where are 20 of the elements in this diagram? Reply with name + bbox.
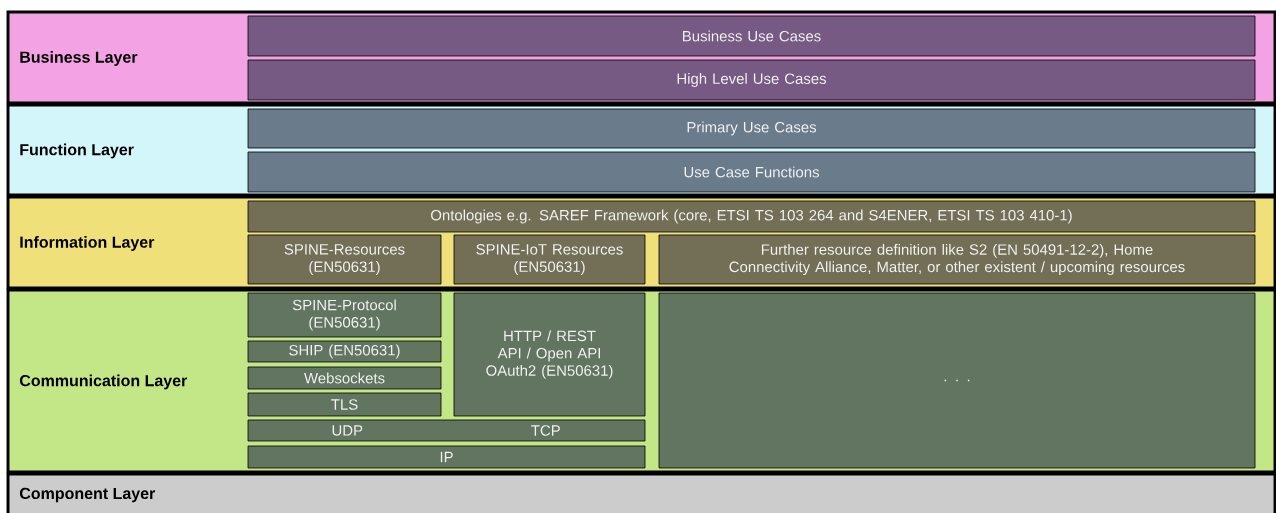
- layer-box: SPINE-Protocol (EN50631): [247, 292, 442, 338]
- layer-box: Websockets: [247, 366, 442, 390]
- layer-label: Component Layer: [19, 487, 156, 503]
- layer-box: TLS: [247, 392, 442, 417]
- layer-box: Business Use Cases: [247, 15, 1256, 57]
- layer-label: Business Layer: [20, 51, 138, 66]
- layer-label: Communication Layer: [19, 374, 188, 390]
- layer-label: Function Layer: [20, 143, 134, 159]
- layer-box: Primary Use Cases: [247, 108, 1256, 149]
- layer-box: SPINE-Resources (EN50631): [247, 234, 442, 285]
- layer-box: . . .: [658, 292, 1256, 469]
- layer-box: SHIP (EN50631): [247, 340, 442, 363]
- layer-box: IP: [247, 445, 646, 469]
- layer-box: Further resource definition like S2 (EN 50491-12-2), Home Connectivity Alliance, Matter, or other existent / upcoming resources: [658, 234, 1256, 285]
- layer-box: SPINE-IoT Resources (EN50631): [453, 234, 646, 285]
- layer-label: Information Layer: [20, 236, 155, 251]
- layer-box: High Level Use Cases: [247, 59, 1256, 101]
- layer-box: Use Case Functions: [247, 151, 1256, 193]
- layer-box: UDP TCP: [247, 419, 646, 442]
- layer-box: HTTP / REST API / Open API OAuth2 (EN50631): [453, 292, 646, 417]
